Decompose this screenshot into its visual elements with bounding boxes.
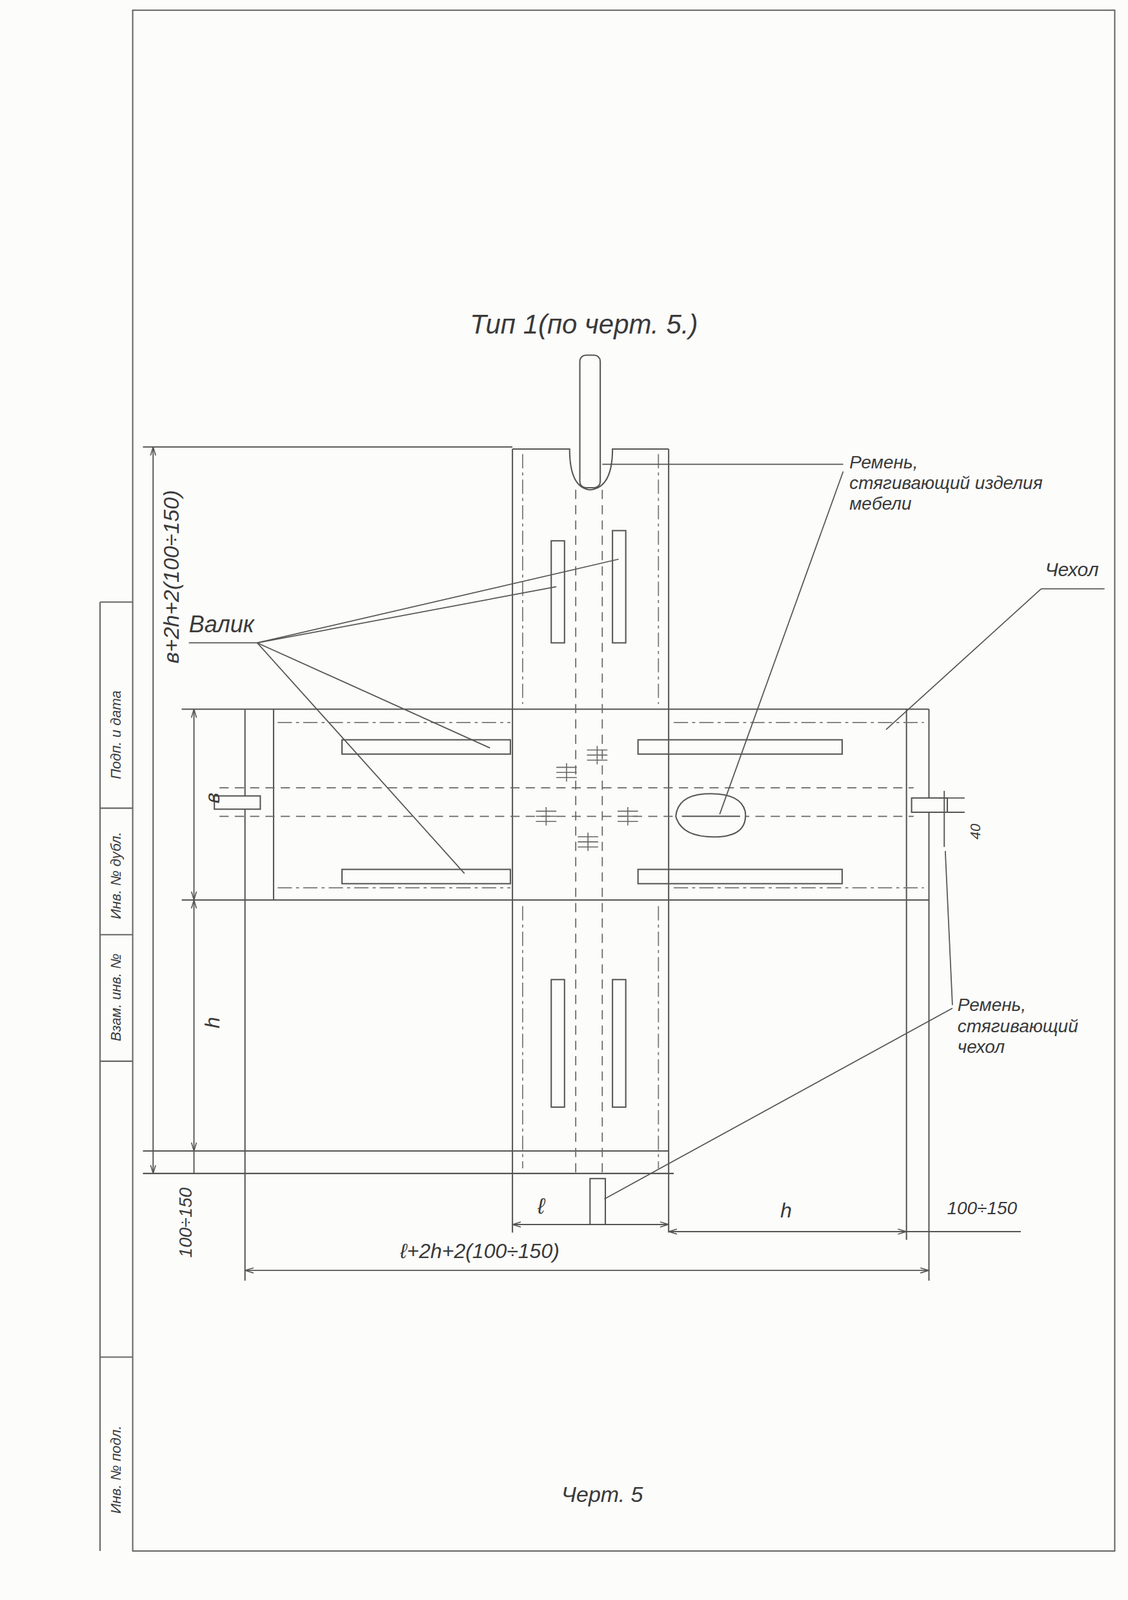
dimension-text: в+2h+2(100÷150) <box>158 489 184 664</box>
stamp-field: Инв. № дубл. <box>108 832 125 920</box>
stitch-marks <box>535 745 638 852</box>
part-label: Валик <box>189 611 255 638</box>
fold-lines <box>277 454 924 1169</box>
straps <box>214 354 948 1225</box>
strap-lines <box>219 489 914 1174</box>
part-label: Ремень, стягивающий изделия мебели <box>849 452 1044 515</box>
rollers <box>342 530 843 1108</box>
part-label: Чехол <box>1044 558 1099 581</box>
dimension-text: ℓ+2h+2(100÷150) <box>400 1239 560 1264</box>
sheet-frame <box>100 10 1115 1552</box>
drawing-title: Тип 1(по черт. 5.) <box>469 309 698 341</box>
dimension-lines <box>152 447 1021 1271</box>
dimension-text: 40 <box>967 824 985 840</box>
dimension-text: в <box>200 793 225 805</box>
dimension-text: ℓ <box>537 1193 545 1219</box>
stamp-field: Подп. и дата <box>108 690 125 780</box>
stamp-field: Взам. инв. № <box>108 953 125 1041</box>
part-label: Ремень, стягивающий чехол <box>957 995 1088 1058</box>
figure-caption: Черт. 5 <box>561 1482 643 1509</box>
dimension-text: 100÷150 <box>175 1188 197 1259</box>
dimension-text: h <box>200 1017 225 1029</box>
leader-lines <box>189 464 1105 1200</box>
dimension-text: h <box>780 1198 792 1223</box>
dimension-text: 100÷150 <box>946 1198 1018 1219</box>
cover-outline <box>142 447 929 1281</box>
stamp-field: Инв. № подл. <box>108 1426 125 1515</box>
